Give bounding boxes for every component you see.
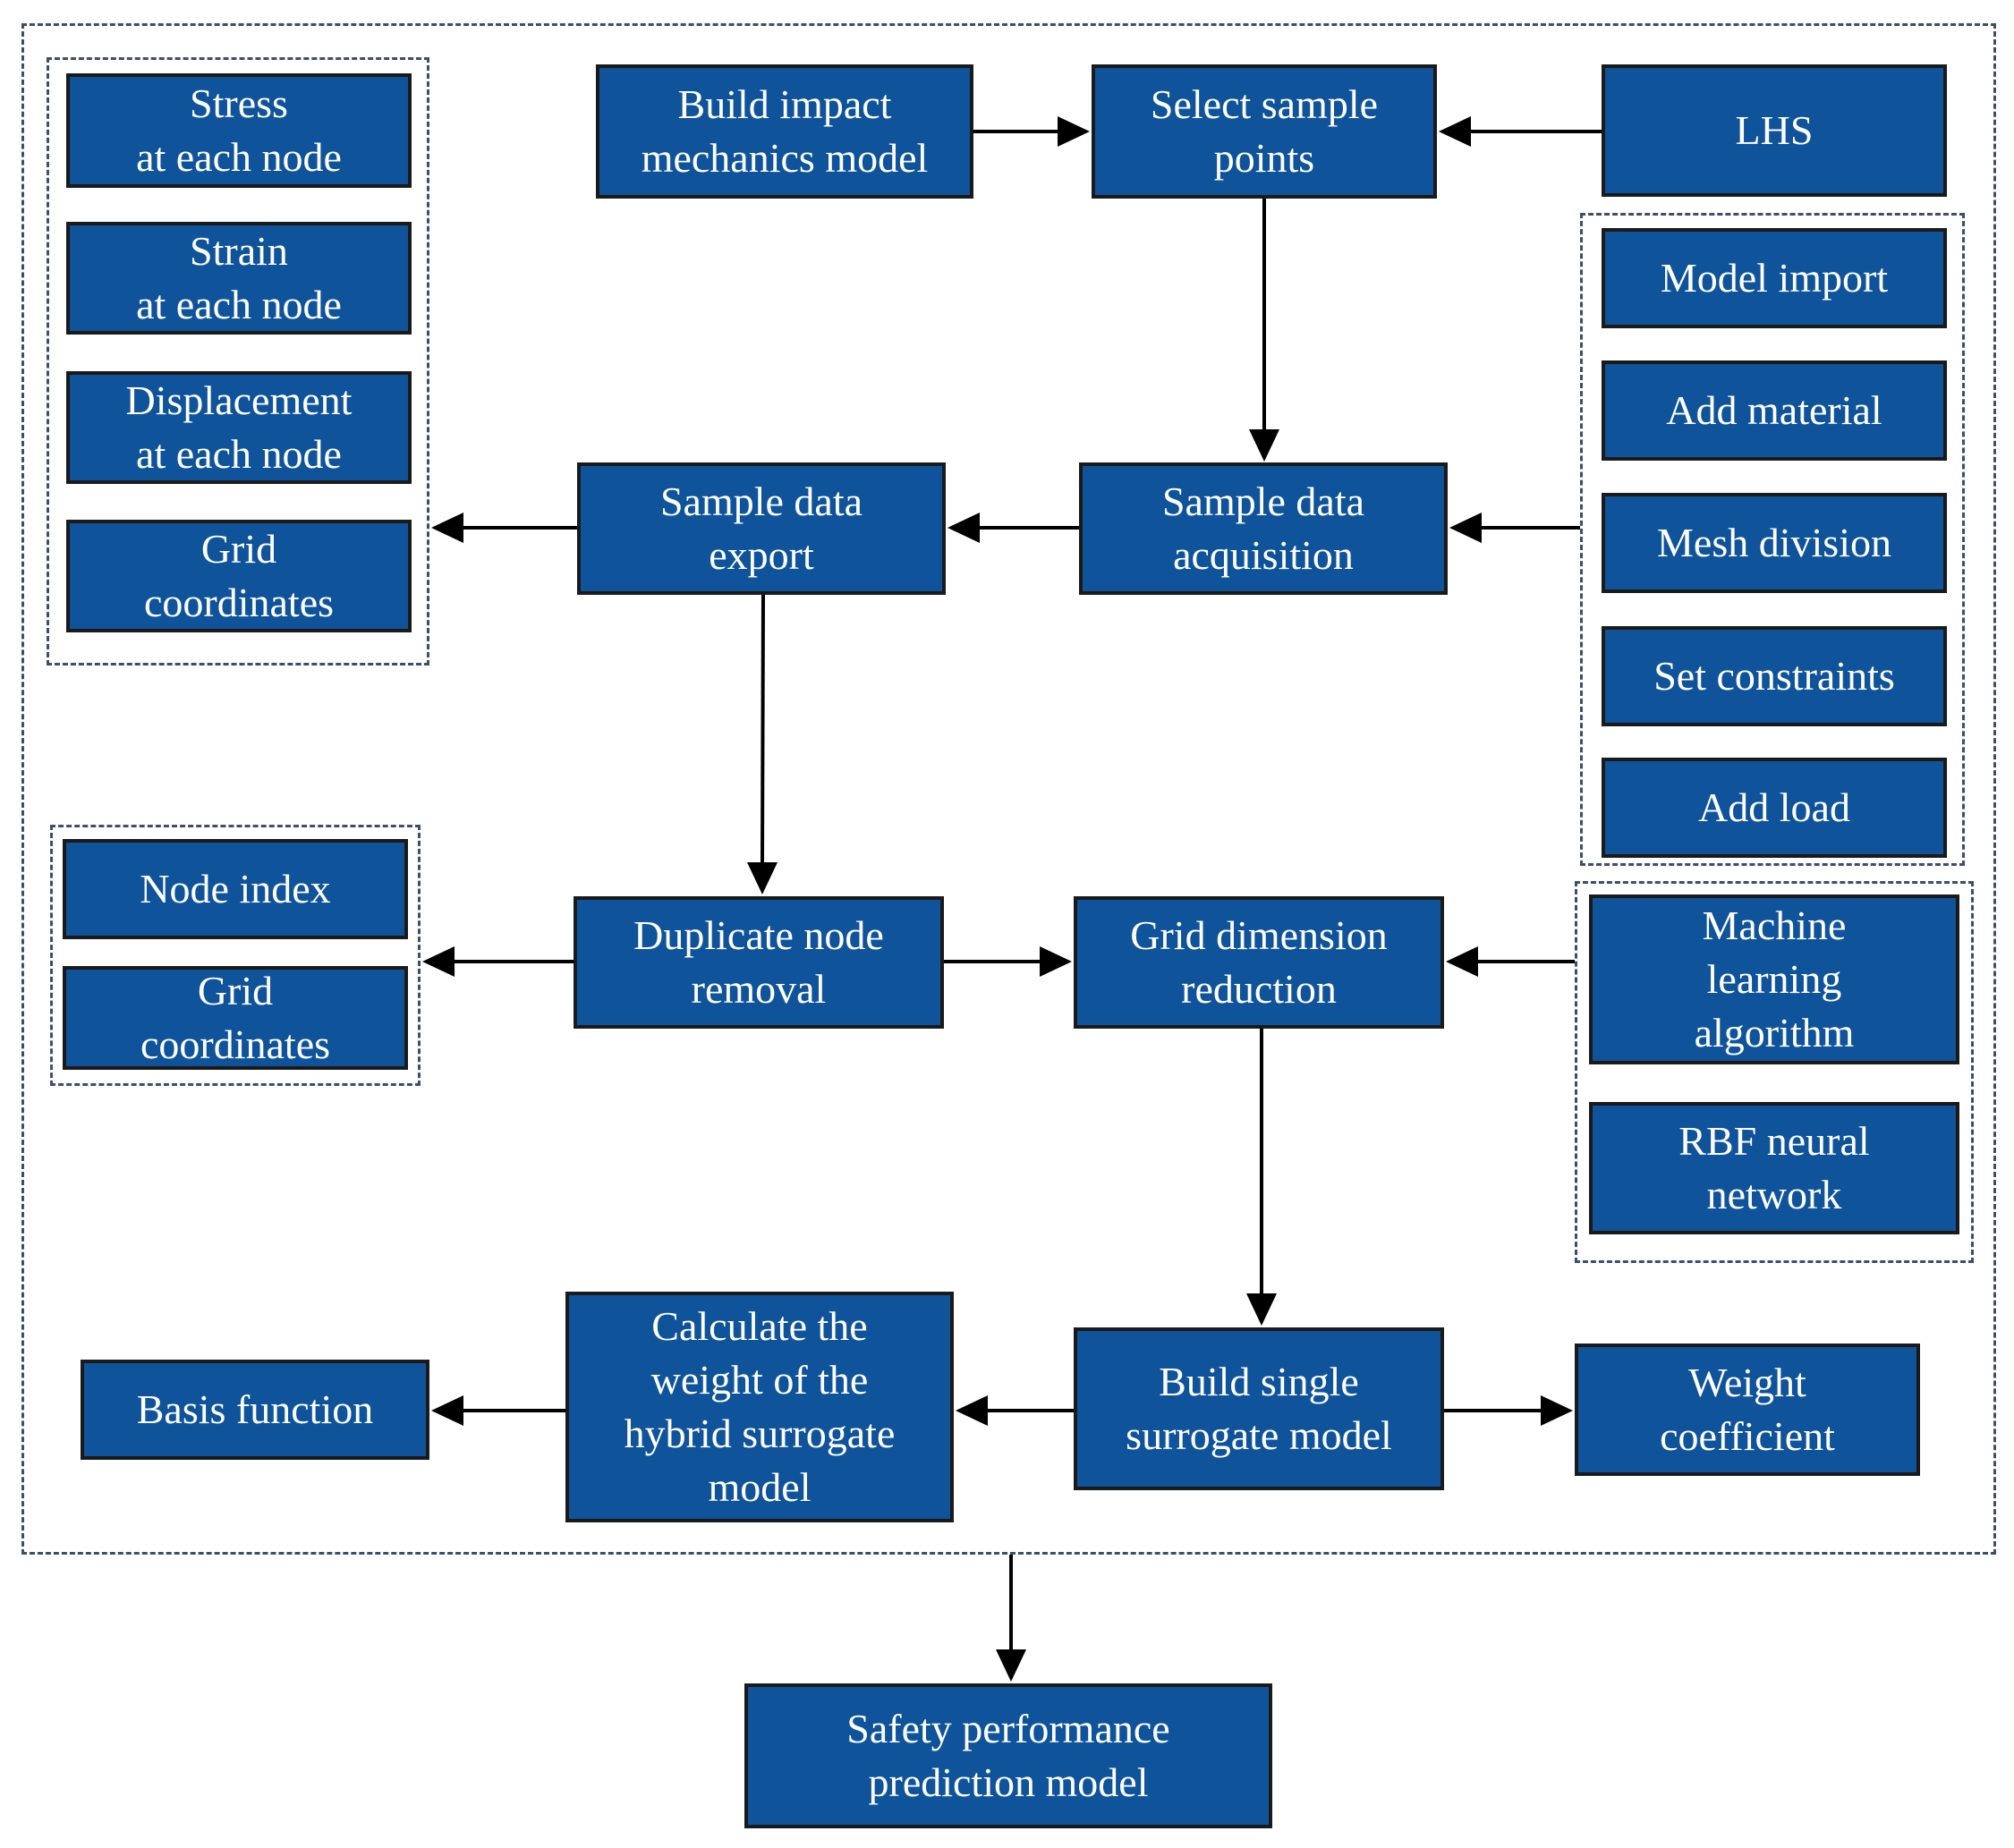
dedup-output-group [50, 825, 421, 1086]
grid-dimension-reduction-box: Grid dimension reduction [1074, 896, 1444, 1029]
basis-function-box: Basis function [81, 1360, 429, 1460]
lhs-box: LHS [1602, 64, 1947, 197]
set-constraints-box: Set constraints [1602, 626, 1947, 726]
strain-at-each-node-box: Strain at each node [66, 222, 412, 335]
outer-process-group [21, 23, 1996, 1555]
select-sample-points-box: Select sample points [1092, 64, 1437, 199]
machine-learning-algorithm-box: Machine learning algorithm [1589, 894, 1959, 1064]
arrowhead-select-to-acquisition [1249, 429, 1279, 462]
mesh-division-box: Mesh division [1602, 493, 1947, 593]
node-output-group [47, 57, 429, 665]
arrowhead-build-single-to-weight [1541, 1395, 1573, 1426]
grid-coordinates-box-top: Grid coordinates [66, 520, 412, 632]
arrowhead-algorithm-to-reduction [1446, 946, 1478, 977]
add-load-box: Add load [1602, 758, 1947, 858]
arrowhead-reduction-to-build-single [1246, 1293, 1277, 1326]
grid-coordinates-box-bottom: Grid coordinates [63, 966, 408, 1070]
build-single-surrogate-model-box: Build single surrogate model [1074, 1327, 1444, 1490]
stress-at-each-node-box: Stress at each node [66, 73, 412, 188]
arrowhead-lhs-to-select [1439, 116, 1471, 147]
arrowhead-export-to-dedup [747, 862, 778, 894]
arrow-export-to-dedup [761, 594, 765, 863]
arrowhead-export-to-node-outputs [431, 513, 463, 543]
add-material-box: Add material [1602, 360, 1947, 461]
calculate-hybrid-weight-box: Calculate the weight of the hybrid surro… [565, 1292, 954, 1522]
arrowhead-build-to-select [1058, 116, 1090, 147]
rbf-neural-network-box: RBF neural network [1589, 1102, 1959, 1234]
arrowhead-acquisition-to-export [948, 513, 980, 543]
arrowhead-build-single-to-calculate [956, 1395, 988, 1426]
model-import-box: Model import [1602, 228, 1947, 328]
node-index-box: Node index [63, 839, 408, 939]
build-impact-mechanics-model-box: Build impact mechanics model [596, 64, 973, 199]
arrowhead-preprocessing-to-acquisition [1449, 513, 1482, 543]
algorithm-group [1575, 881, 1974, 1263]
arrowhead-dedup-to-outputs [422, 946, 455, 977]
arrowhead-calculate-to-basis [431, 1395, 463, 1426]
sample-data-acquisition-box: Sample data acquisition [1079, 462, 1448, 595]
sample-data-export-box: Sample data export [577, 462, 946, 595]
weight-coefficient-box: Weight coefficient [1575, 1344, 1920, 1476]
preprocessing-steps-group [1580, 213, 1965, 866]
arrowhead-group-to-safety [996, 1649, 1026, 1682]
duplicate-node-removal-box: Duplicate node removal [574, 896, 944, 1029]
displacement-at-each-node-box: Displacement at each node [66, 371, 412, 484]
safety-performance-prediction-model-box: Safety performance prediction model [744, 1683, 1272, 1828]
arrowhead-dedup-to-reduction [1040, 946, 1072, 977]
